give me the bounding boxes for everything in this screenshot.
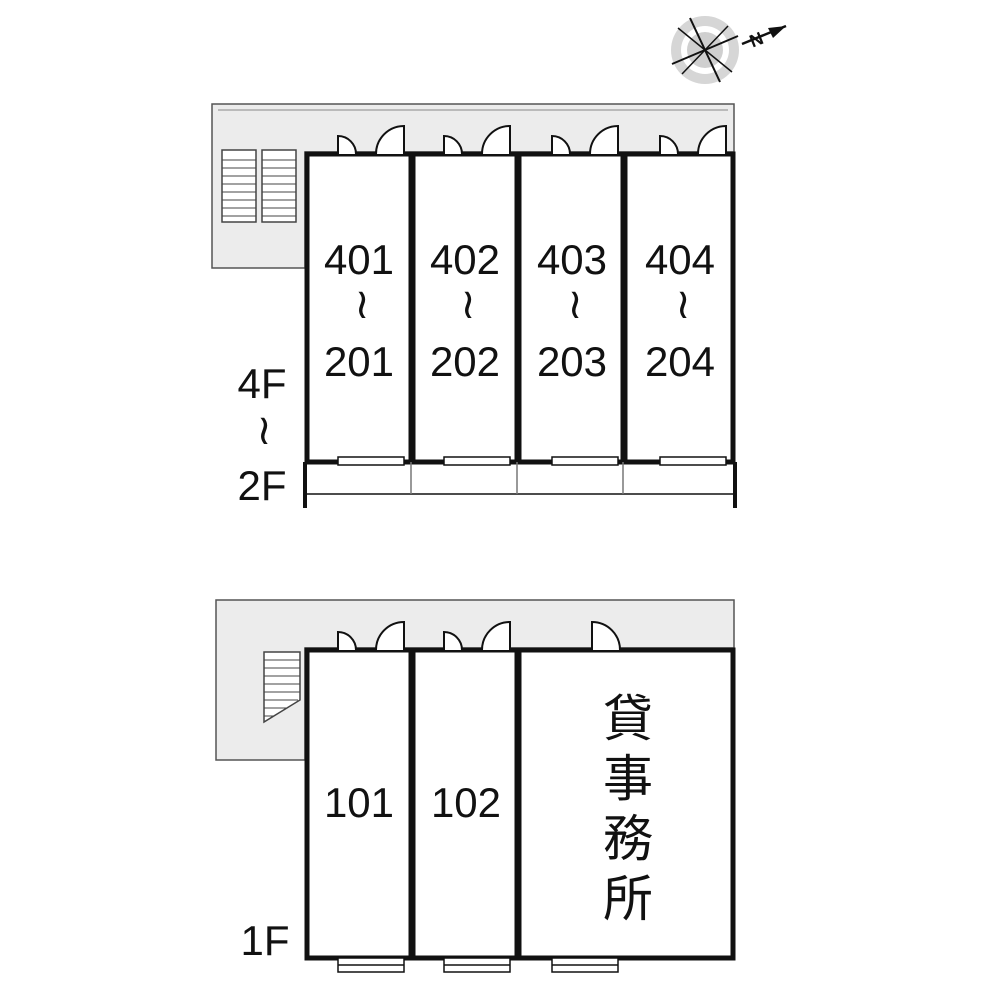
unit-402-label: 402 bbox=[430, 236, 500, 283]
door-icon bbox=[375, 124, 405, 155]
range-mark: ≀ bbox=[567, 280, 583, 327]
door-icon bbox=[443, 630, 463, 651]
unit-block-402-202 bbox=[410, 151, 520, 465]
unit-block-office bbox=[516, 647, 736, 961]
floor-label-1f: 1F bbox=[240, 917, 289, 964]
unit-101-label: 101 bbox=[324, 779, 394, 826]
office-label-char-2: 事 bbox=[603, 750, 653, 808]
unit-203-label: 203 bbox=[537, 338, 607, 385]
door-icon bbox=[659, 134, 679, 155]
unit-201-label: 201 bbox=[324, 338, 394, 385]
door-icon bbox=[481, 124, 511, 155]
floor-label-4f: 4F bbox=[237, 360, 286, 407]
range-mark: ≀ bbox=[256, 406, 272, 453]
unit-401-label: 401 bbox=[324, 236, 394, 283]
office-label-char-1: 貸 bbox=[603, 690, 653, 748]
unit-block-101 bbox=[304, 647, 414, 961]
north-arrow-icon bbox=[741, 24, 787, 46]
compass-icon bbox=[671, 16, 739, 84]
door-icon bbox=[481, 620, 511, 651]
unit-102-label: 102 bbox=[431, 779, 501, 826]
ground-doors bbox=[337, 620, 621, 651]
door-icon bbox=[337, 630, 357, 651]
unit-404-label: 404 bbox=[645, 236, 715, 283]
door-icon bbox=[337, 134, 357, 155]
upper-staircase bbox=[221, 149, 297, 223]
upper-balcony bbox=[303, 456, 737, 508]
range-mark: ≀ bbox=[675, 280, 691, 327]
door-icon bbox=[443, 134, 463, 155]
unit-403-label: 403 bbox=[537, 236, 607, 283]
ground-windows bbox=[337, 957, 619, 973]
range-mark: ≀ bbox=[460, 280, 476, 327]
compass-north-label: N bbox=[747, 28, 767, 51]
floor-label-2f: 2F bbox=[237, 462, 286, 509]
door-icon bbox=[589, 124, 619, 155]
office-label-char-3: 務 bbox=[603, 810, 653, 868]
door-icon bbox=[375, 620, 405, 651]
range-mark: ≀ bbox=[354, 280, 370, 327]
unit-block-404-204 bbox=[622, 151, 736, 465]
door-icon bbox=[591, 620, 621, 651]
unit-202-label: 202 bbox=[430, 338, 500, 385]
compass: N bbox=[671, 16, 787, 84]
door-icon bbox=[697, 124, 727, 155]
unit-block-403-203 bbox=[516, 151, 626, 465]
unit-block-102 bbox=[410, 647, 520, 961]
upper-doors bbox=[337, 124, 727, 155]
upper-floor-plan: 401 ≀ 201 402 ≀ 202 403 ≀ 203 404 ≀ 204 … bbox=[211, 103, 737, 509]
office-label-char-4: 所 bbox=[603, 870, 653, 928]
ground-staircase bbox=[263, 651, 301, 724]
ground-floor-plan: 101 102 貸 事 務 所 1F bbox=[215, 599, 736, 973]
unit-204-label: 204 bbox=[645, 338, 715, 385]
door-icon bbox=[551, 134, 571, 155]
